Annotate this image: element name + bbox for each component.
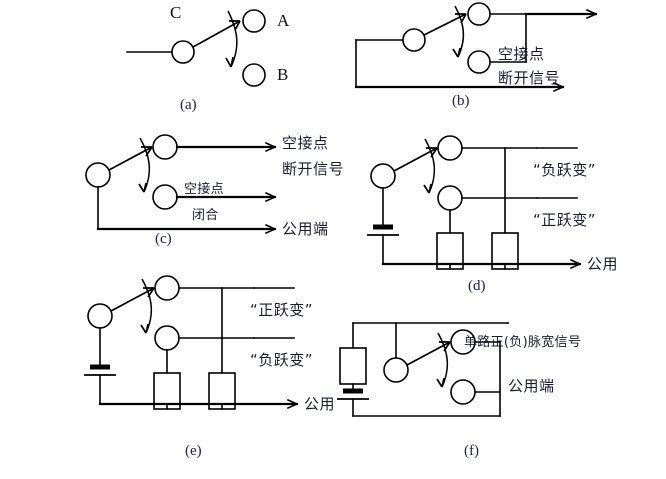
panel-e: “正跃变” “负跃变” 公用 [82, 275, 372, 413]
switch-arc [139, 137, 151, 193]
panel-f-label-signal: 单路正(负)脉宽信号 [464, 335, 582, 350]
switch-arm [192, 20, 241, 48]
panel-e-circuit [84, 275, 299, 410]
wire-out3-arrow [264, 223, 277, 235]
panel-c-out2-line1: 空接点 [184, 182, 224, 197]
caption-d: (d) [468, 278, 486, 294]
terminal-a-node [242, 9, 266, 33]
contact-nc-node [467, 50, 491, 74]
switch-arc [227, 10, 238, 68]
common-terminal-node [370, 163, 396, 189]
panel-c: 空接点 断开信号 空接点 闭合 公用端 [80, 130, 344, 240]
arc-arrow-head [140, 323, 149, 334]
terminal-label-b: B [277, 65, 289, 84]
panel-f: 单路正(负)脉宽信号 公用端 [337, 318, 648, 423]
terminal-label-a: A [277, 11, 290, 30]
switch-arc [437, 332, 449, 388]
contact-closed-node [152, 184, 178, 210]
panel-a-circuit [126, 9, 266, 87]
panel-b: 空接点 断开信号 [348, 2, 608, 100]
bottom-rail-arrow [552, 81, 565, 93]
contact-common-node [450, 379, 476, 405]
panel-d-label-common: 公用 [587, 255, 619, 273]
wire-out1-arrow [264, 141, 277, 153]
contact-neg-node [437, 135, 463, 161]
caption-b: (b) [452, 93, 470, 109]
panel-c-out1-line2: 断开信号 [282, 160, 345, 178]
arc-arrow-head [452, 47, 461, 58]
caption-a: (a) [180, 97, 197, 113]
switch-arm [393, 147, 438, 172]
common-terminal-node [87, 303, 113, 329]
resistor-1 [339, 347, 367, 385]
terminal-b-node [242, 63, 266, 87]
arc-arrow-head [225, 56, 234, 68]
contact-neg-node [154, 325, 180, 351]
switch-arm [108, 146, 153, 171]
switch-arm [110, 287, 155, 312]
panel-e-label-top: “正跃变” [250, 301, 314, 319]
panel-e-label-mid: “负跃变” [250, 351, 314, 369]
terminal-label-c: C [170, 3, 182, 22]
switch-arrow-head [229, 20, 241, 31]
contact-no-node [467, 2, 491, 26]
panel-a: C A B [125, 3, 325, 115]
common-terminal-node [383, 357, 409, 383]
caption-e: (e) [185, 443, 202, 459]
panel-d-label-top: “负跃变” [533, 161, 597, 179]
arc-arrow-head [138, 182, 147, 193]
switch-arc [141, 278, 153, 334]
caption-c: (c) [155, 231, 172, 247]
contact-pos-node [154, 275, 180, 301]
common-rail-arrow [286, 398, 299, 410]
signal-out-arrow [585, 8, 598, 20]
panel-c-out3: 公用端 [282, 220, 329, 238]
panel-c-circuit [85, 134, 277, 235]
contact-open-node [152, 134, 178, 160]
switch-arm [423, 13, 467, 36]
contact-pos-node [437, 185, 463, 211]
switch-arm [406, 341, 451, 366]
caption-f: (f) [464, 443, 479, 459]
panel-d-circuit [367, 135, 582, 270]
panel-e-label-common: 公用 [304, 395, 336, 413]
terminal-c-node [171, 40, 195, 64]
common-terminal-node [402, 28, 426, 52]
panel-b-circuit [354, 2, 598, 93]
arc-arrow-head [436, 377, 445, 388]
common-terminal-node [85, 162, 111, 188]
panel-f-circuit [337, 322, 509, 417]
panel-c-out2-line2: 闭合 [192, 208, 219, 223]
panel-f-label-common: 公用端 [508, 377, 555, 395]
panel-d: “负跃变” “正跃变” 公用 [365, 135, 655, 273]
panel-b-label-line2: 断开信号 [498, 69, 561, 87]
wire-out2-arrow [264, 191, 277, 203]
panel-c-out1-line1: 空接点 [282, 134, 329, 152]
panel-b-label-line1: 空接点 [498, 45, 545, 63]
arc-arrow-head [423, 183, 432, 194]
panel-d-label-mid: “正跃变” [533, 211, 597, 229]
common-rail-arrow [569, 258, 582, 270]
switch-arc [424, 138, 436, 194]
